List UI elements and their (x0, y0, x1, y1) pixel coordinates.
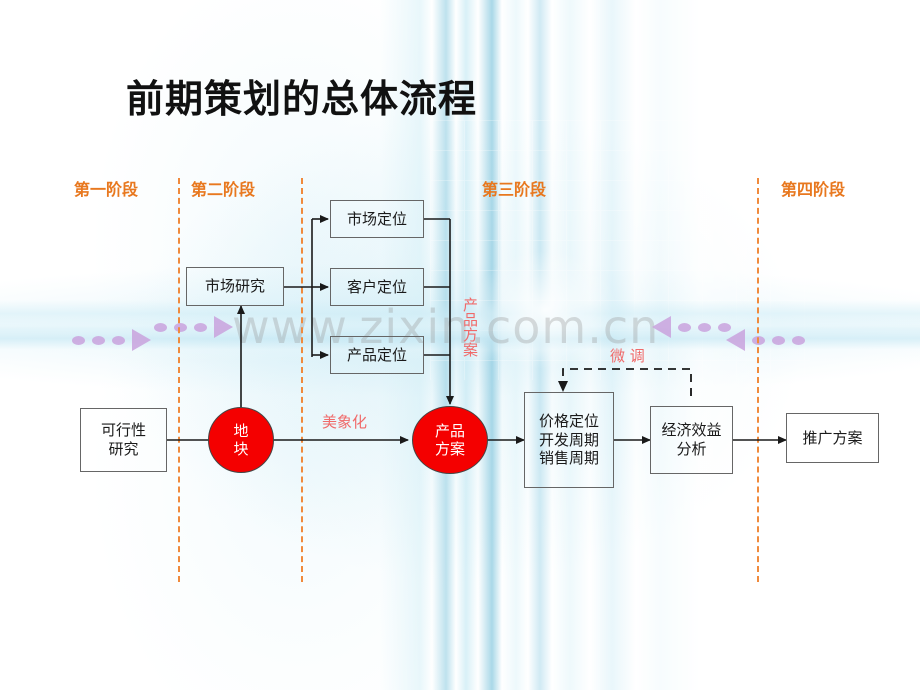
edge-label-product-plan-vertical: 产品方案 (461, 297, 479, 357)
purple-dot-icon (92, 336, 105, 345)
stage-divider-3 (757, 178, 759, 582)
stage-label-2: 第二阶段 (191, 180, 256, 199)
stage-divider-1 (178, 178, 180, 582)
node-market-research[interactable]: 市场研究 (186, 267, 284, 306)
node-market-positioning[interactable]: 市场定位 (330, 200, 424, 238)
node-pricing-cycle[interactable]: 价格定位 开发周期 销售周期 (524, 392, 614, 488)
purple-dot-icon (718, 323, 731, 332)
purple-dot-icon (772, 336, 785, 345)
stage-label-4: 第四阶段 (781, 180, 846, 199)
node-product-positioning[interactable]: 产品定位 (330, 336, 424, 374)
purple-dot-icon (174, 323, 187, 332)
stage-label-1: 第一阶段 (74, 180, 139, 199)
page-title: 前期策划的总体流程 (126, 76, 478, 121)
purple-dot-icon (792, 336, 805, 345)
purple-arrow-left-icon (726, 329, 745, 351)
node-customer-positioning[interactable]: 客户定位 (330, 268, 424, 306)
purple-arrow-left-icon (652, 316, 671, 338)
edge-label-beautification: 美象化 (322, 413, 368, 431)
purple-dot-icon (698, 323, 711, 332)
node-feasibility-study[interactable]: 可行性 研究 (80, 408, 167, 472)
node-land-parcel[interactable]: 地 块 (208, 407, 274, 473)
edge-label-fine-tuning: 微 调 (610, 347, 645, 365)
purple-dot-icon (72, 336, 85, 345)
stage-label-3: 第三阶段 (482, 180, 547, 199)
node-product-plan[interactable]: 产品 方案 (412, 406, 488, 474)
node-economic-analysis[interactable]: 经济效益 分析 (650, 406, 733, 474)
purple-dot-icon (112, 336, 125, 345)
purple-arrow-right-icon (214, 316, 233, 338)
purple-arrow-right-icon (132, 329, 151, 351)
node-promotion-plan[interactable]: 推广方案 (786, 413, 879, 463)
purple-dot-icon (154, 323, 167, 332)
stage-divider-2 (301, 178, 303, 582)
purple-dot-icon (678, 323, 691, 332)
purple-dot-icon (194, 323, 207, 332)
